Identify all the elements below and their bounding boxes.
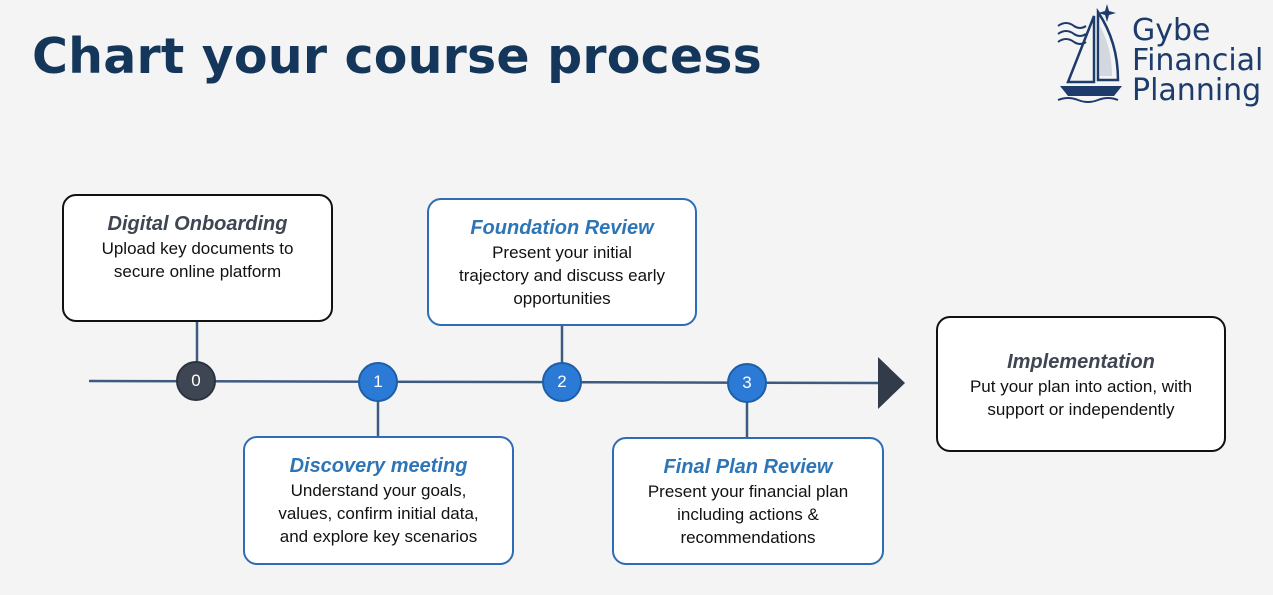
step-title: Foundation Review xyxy=(470,217,654,239)
step-title: Discovery meeting xyxy=(289,455,468,477)
step-box-final-plan-review: Final Plan Review Present your financial… xyxy=(612,437,884,565)
step-description: Understand your goals, values, confirm i… xyxy=(278,481,479,546)
step-node-2: 2 xyxy=(542,362,582,402)
sailboat-icon xyxy=(1057,4,1122,103)
gybe-logo: Gybe Financial Planning xyxy=(1054,2,1264,112)
step-description: Present your financial plan including ac… xyxy=(647,482,849,547)
implementation-description: Put your plan into action, with support … xyxy=(969,377,1193,419)
step-description: Present your initial trajectory and disc… xyxy=(459,243,665,308)
step-title: Digital Onboarding xyxy=(107,213,288,235)
step-box-foundation-review: Foundation Review Present your initial t… xyxy=(427,198,697,326)
timeline-arrowhead xyxy=(878,357,905,409)
step-box-discovery-meeting: Discovery meeting Understand your goals,… xyxy=(243,436,514,565)
logo-line-3: Planning xyxy=(1132,73,1262,108)
step-node-1: 1 xyxy=(358,362,398,402)
implementation-title: Implementation xyxy=(1007,351,1155,373)
logo-line-1: Gybe xyxy=(1132,13,1211,48)
step-node-3: 3 xyxy=(727,363,767,403)
step-description: Upload key documents to secure online pl… xyxy=(101,239,294,281)
logo-line-2: Financial xyxy=(1132,43,1264,78)
step-box-digital-onboarding: Digital Onboarding Upload key documents … xyxy=(62,194,333,322)
page-title: Chart your course process xyxy=(32,28,762,85)
step-title: Final Plan Review xyxy=(663,456,833,478)
implementation-box: Implementation Put your plan into action… xyxy=(936,316,1226,452)
step-node-0: 0 xyxy=(176,361,216,401)
